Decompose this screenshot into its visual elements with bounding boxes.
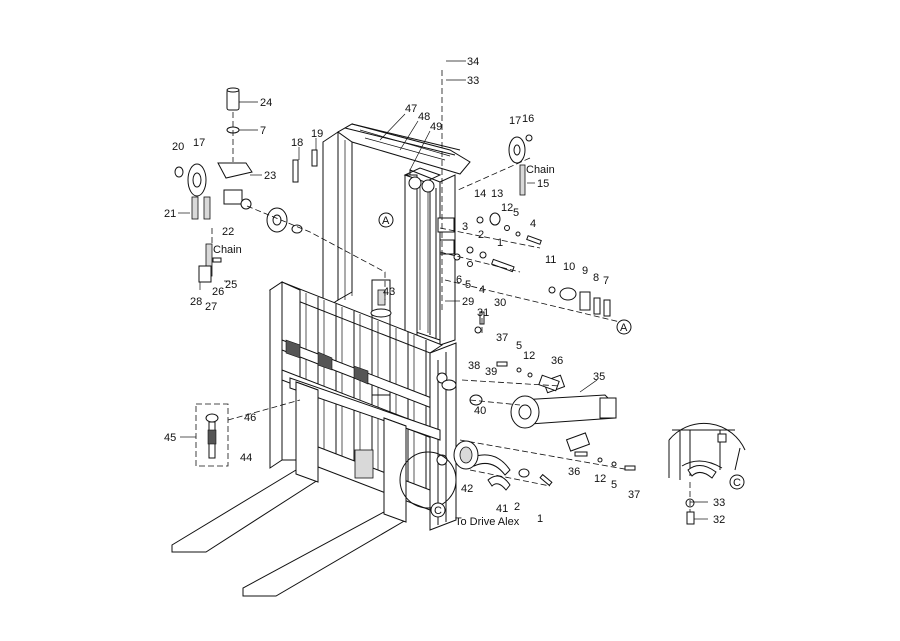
callout-2: 2: [478, 229, 484, 241]
callout-42: 42: [461, 483, 473, 495]
leader-lines: [178, 60, 708, 520]
callout-36: 36: [551, 355, 563, 367]
callout-15: 15: [537, 178, 549, 190]
callout-21: 21: [164, 208, 176, 220]
forks: [171, 381, 407, 597]
callout-37: 37: [496, 332, 508, 344]
callout-44: 44: [240, 452, 252, 464]
callout-5: 5: [516, 340, 522, 352]
carriage: [268, 281, 457, 531]
chain-label-right: Chain: [526, 164, 555, 176]
callout-5: 5: [611, 479, 617, 491]
callout-28: 28: [190, 296, 202, 308]
callout-32: 32: [713, 514, 725, 526]
callout-49: 49: [430, 121, 442, 133]
callout-12: 12: [594, 473, 606, 485]
callout-10: 10: [563, 261, 575, 273]
callout-14: 14: [474, 188, 486, 200]
detail-c-view: [668, 422, 746, 525]
to-drive-axle-label: To Drive Alex: [455, 516, 520, 528]
callout-22: 22: [222, 226, 234, 238]
callout-25: 25: [225, 279, 237, 291]
callout-11: 11: [545, 254, 556, 266]
callout-7: 7: [260, 125, 266, 137]
callout-4: 4: [530, 218, 536, 230]
callout-43: 43: [383, 286, 395, 298]
callout-1: 1: [537, 513, 543, 525]
reference-marks: A A C C: [378, 212, 745, 518]
callout-2: 2: [514, 501, 520, 513]
callout-5: 5: [513, 207, 519, 219]
callout-47: 47: [405, 103, 417, 115]
callout-18: 18: [291, 137, 303, 149]
callout-4: 4: [479, 284, 485, 296]
callout-8: 8: [593, 272, 599, 284]
callouts: 34 33 24 7 20 17 23 21 22 18 19 47 48 49…: [164, 56, 725, 526]
callout-9: 9: [582, 265, 588, 277]
callout-34: 34: [467, 56, 479, 68]
callout-33: 33: [713, 497, 725, 509]
callout-39: 39: [485, 366, 497, 378]
text-labels: Chain Chain To Drive Alex: [213, 164, 555, 528]
ref-mark-a-right: A: [620, 322, 628, 334]
centerlines: [211, 70, 691, 512]
detail-circle-c: [399, 451, 457, 509]
callout-40: 40: [474, 405, 486, 417]
callout-27: 27: [205, 301, 217, 313]
right-components: [453, 134, 636, 491]
callout-19: 19: [311, 128, 323, 140]
callout-38: 38: [468, 360, 480, 372]
chain-label-left: Chain: [213, 244, 242, 256]
callout-45: 45: [164, 432, 176, 444]
callout-3: 3: [462, 221, 468, 233]
callout-30: 30: [494, 297, 506, 309]
ref-mark-c-detail: C: [733, 477, 741, 489]
ref-mark-c-lower: C: [434, 505, 442, 517]
side-shift-cylinder: [441, 374, 617, 452]
callout-12: 12: [501, 202, 513, 214]
callout-6: 6: [456, 274, 462, 286]
callout-33: 33: [467, 75, 479, 87]
callout-1: 1: [497, 237, 503, 249]
callout-20: 20: [172, 141, 184, 153]
left-components: [174, 87, 318, 467]
callout-29: 29: [462, 296, 474, 308]
callout-37: 37: [628, 489, 640, 501]
callout-7: 7: [603, 275, 609, 287]
callout-46: 46: [244, 412, 256, 424]
callout-41: 41: [496, 503, 508, 515]
ref-mark-a-upper: A: [382, 215, 390, 227]
callout-26: 26: [212, 286, 224, 298]
callout-17: 17: [193, 137, 205, 149]
callout-5: 5: [465, 279, 471, 291]
callout-17: 17: [509, 115, 521, 127]
callout-48: 48: [418, 111, 430, 123]
callout-35: 35: [593, 371, 605, 383]
callout-24: 24: [260, 97, 272, 109]
callout-31: 31: [477, 307, 489, 319]
callout-23: 23: [264, 170, 276, 182]
callout-16: 16: [522, 113, 534, 125]
callout-12: 12: [523, 350, 535, 362]
callout-36: 36: [568, 466, 580, 478]
callout-13: 13: [491, 188, 503, 200]
